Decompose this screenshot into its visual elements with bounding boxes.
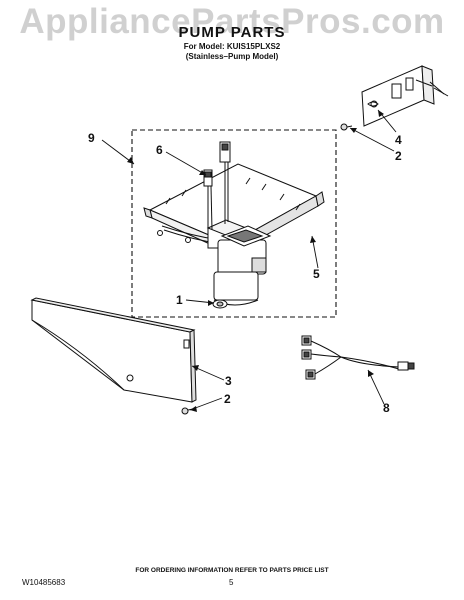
- pump-assembly-boundary: [131, 129, 337, 318]
- page-title: PUMP PARTS: [178, 24, 286, 41]
- callout-1: 1: [176, 293, 183, 307]
- float-switch: [203, 141, 231, 232]
- callout-8: 8: [383, 401, 390, 415]
- ordering-note: FOR ORDERING INFORMATION REFER TO PARTS …: [135, 567, 329, 574]
- water-pump: [206, 219, 272, 309]
- screw-lower: [181, 407, 194, 415]
- screw-upper: [340, 123, 353, 131]
- document-number: W10485683: [22, 578, 66, 587]
- front-cover: [30, 297, 197, 403]
- model-line: For Model: KUIS15PLXS2: [183, 42, 281, 51]
- callout-3: 3: [225, 374, 232, 388]
- page-number: 5: [229, 578, 234, 587]
- mounting-bracket: [361, 65, 449, 127]
- wire-harness: [301, 335, 415, 380]
- watermark: AppliancePartsPros.com: [19, 2, 445, 41]
- callout-4: 4: [395, 133, 402, 147]
- leader-arrowheads: [127, 110, 384, 412]
- model-variant-line: (Stainless–Pump Model): [185, 52, 279, 61]
- callout-6: 6: [156, 143, 163, 157]
- callout-5: 5: [313, 267, 320, 281]
- callout-9: 9: [88, 131, 95, 145]
- callout-2-lower: 2: [224, 392, 231, 406]
- callout-2-upper: 2: [395, 149, 402, 163]
